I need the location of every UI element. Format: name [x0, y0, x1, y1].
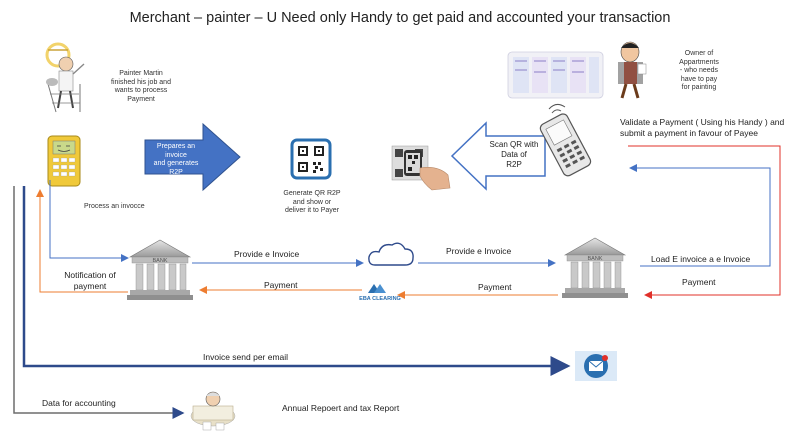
- connector-validate-payment: [628, 145, 781, 299]
- data-accounting-label: Data for accounting: [42, 398, 116, 408]
- accountant-illustration: [190, 391, 236, 431]
- connector-data-accounting: [13, 186, 185, 419]
- payee-bank-icon: [127, 239, 193, 300]
- handy-phone-illustration: [539, 113, 592, 177]
- payer-bank-icon: [562, 237, 628, 298]
- connector-notification: [36, 189, 128, 293]
- phone-scanning-qr-illustration: [391, 145, 451, 191]
- scan-qr-arrow: [450, 121, 546, 191]
- email-icon: [575, 351, 617, 381]
- provide-invoice-left-label: Provide e Invoice: [234, 249, 300, 259]
- apartment-owner-illustration: [618, 41, 647, 99]
- eba-clearing-logo: [368, 284, 386, 293]
- provide-invoice-right-label: Provide e Invoice: [446, 246, 512, 256]
- invoice-email-label: Invoice send per email: [203, 352, 289, 362]
- payment-mid-label: Payment: [478, 282, 512, 292]
- payee-bank-label: BANK: [152, 258, 168, 264]
- eba-clearing-label: EBA CLEARING: [359, 296, 401, 302]
- cloud-icon: [368, 242, 414, 266]
- payment-right-label: Payment: [682, 277, 716, 287]
- validate-payment-label: Validate a Payment ( Using his Handy ) a…: [620, 117, 785, 138]
- painter-illustration: [45, 42, 85, 113]
- qr-code-icon: [290, 138, 332, 180]
- page-title: Merchant – painter – U Need only Handy t…: [129, 10, 671, 26]
- connector-pos-to-bank: [49, 180, 129, 262]
- connector-invoice-email: [22, 186, 571, 376]
- payer-bank-label: BANK: [587, 256, 603, 262]
- apartment-app-screenshot: [507, 51, 604, 99]
- payment-left-label: Payment: [264, 280, 298, 290]
- connector-load-invoice: [629, 164, 771, 267]
- pos-terminal-illustration: [47, 135, 81, 187]
- process-invoice-label: Process an invocce: [84, 203, 145, 210]
- annual-report-label: Annual Repoert and tax Report: [282, 403, 400, 413]
- prepare-invoice-arrow: [144, 122, 241, 192]
- load-invoice-label: Load E invoice a e Invoice: [651, 254, 751, 264]
